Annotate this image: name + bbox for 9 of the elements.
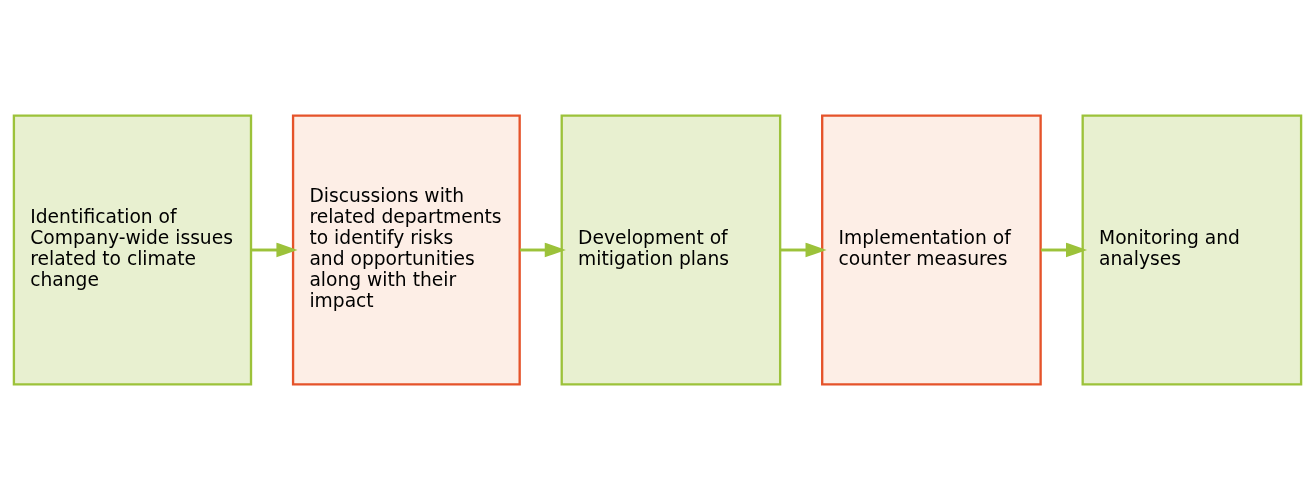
node-box: Discussions with related departments to identify risks and opportunities along with their impact [291,114,521,385]
arrow [780,242,827,257]
node-box: Development of mitigation plans [560,114,782,385]
node-box: Identification of Company-wide issues related to climate change [12,114,253,385]
arrow [1040,242,1088,257]
node-box: Implementation of counter measures [821,114,1042,385]
arrow [519,242,566,257]
arrow [251,242,298,257]
node-box: Monitoring and analyses [1081,114,1303,385]
